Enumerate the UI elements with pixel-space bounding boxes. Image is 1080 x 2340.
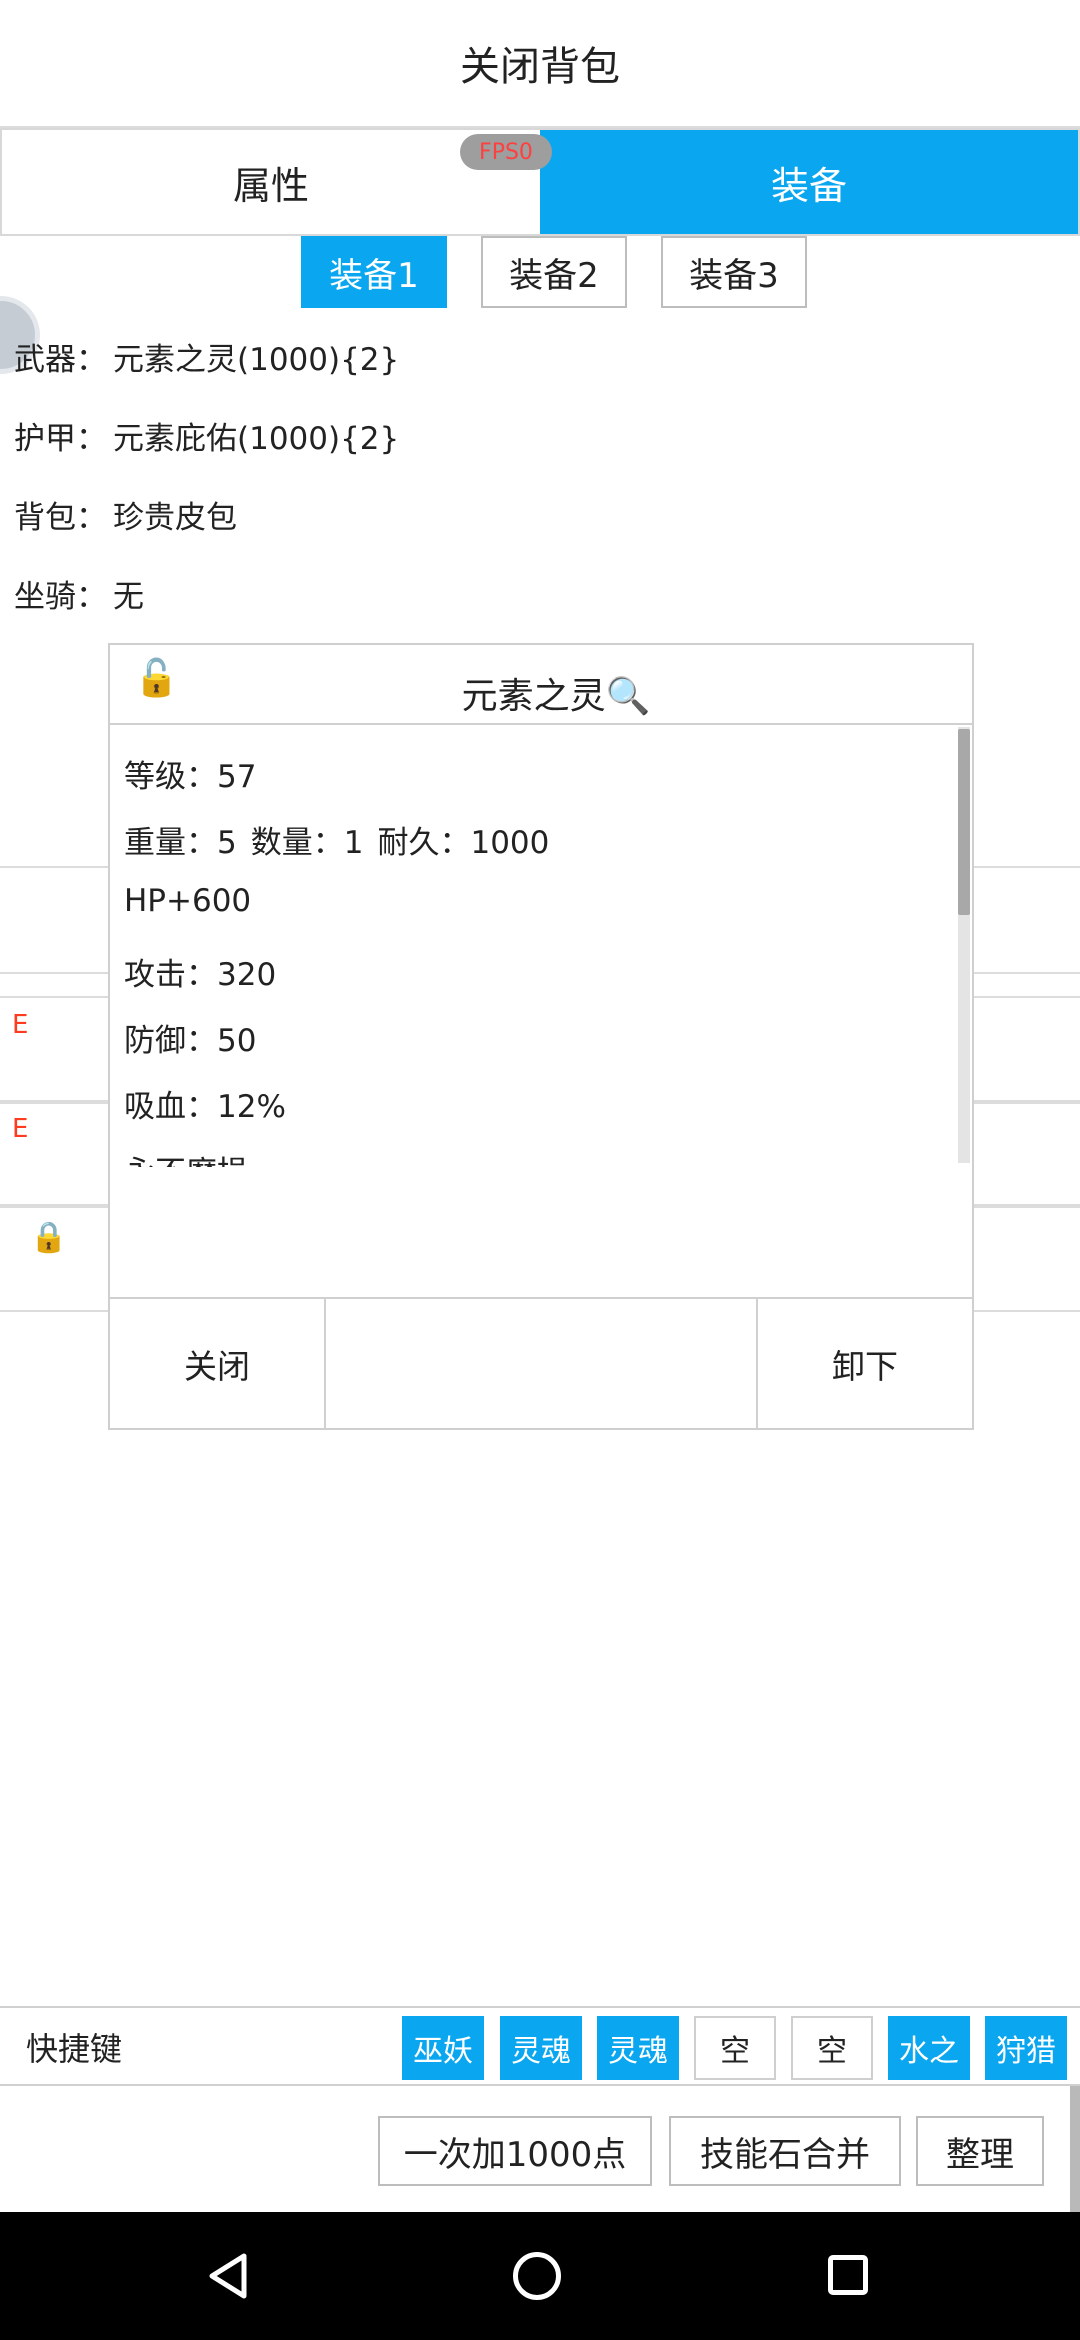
stat-attack: 攻击：320 — [124, 957, 277, 993]
tab-bar: 属性 装备 — [0, 128, 1080, 236]
equip-set-2-button[interactable]: 装备2 — [481, 236, 627, 308]
sort-button[interactable]: 整理 — [916, 2116, 1044, 2186]
stat-lifesteal: 吸血：12% — [124, 1089, 286, 1125]
mount-row[interactable]: 坐骑：无 — [14, 571, 144, 616]
weapon-label: 武器： — [14, 342, 107, 378]
mount-value: 无 — [113, 579, 144, 615]
armor-label: 护甲： — [14, 421, 107, 457]
back-icon[interactable] — [200, 2246, 260, 2306]
mount-label: 坐骑： — [14, 579, 107, 615]
popup-actions: 关闭 卸下 — [110, 1297, 972, 1429]
tab-equipment[interactable]: 装备 — [540, 130, 1078, 234]
shortcut-slot[interactable]: 水之 — [888, 2016, 970, 2080]
shortcut-slot[interactable]: 空 — [694, 2016, 776, 2080]
popup-scrollbar-thumb[interactable] — [958, 729, 970, 915]
stat-level: 等级：57 — [124, 759, 257, 795]
page-scrollbar[interactable] — [1070, 2086, 1080, 2212]
item-detail-popup: 🔓 元素之灵🔍 等级：57 重量：5 数量：1 耐久：1000 HP+600 攻击：… — [108, 643, 974, 1430]
popup-stats[interactable]: 等级：57 重量：5 数量：1 耐久：1000 HP+600 攻击：320 防御：5… — [110, 727, 972, 1167]
bag-value: 珍贵皮包 — [113, 500, 237, 536]
merge-skill-stones-button[interactable]: 技能石合并 — [669, 2116, 901, 2186]
fps-badge: FPS0 — [460, 134, 552, 170]
unequip-button[interactable]: 卸下 — [832, 1347, 898, 1386]
tab-attributes[interactable]: 属性 — [2, 130, 540, 234]
empty-action-slot — [326, 1299, 758, 1429]
popup-header: 🔓 元素之灵🔍 — [110, 645, 972, 725]
weapon-value: 元素之灵(1000){2} — [113, 342, 400, 378]
stat-unbreakable: 永不磨损 — [124, 1147, 248, 1167]
lock-icon: 🔒 — [30, 1220, 68, 1255]
armor-value: 元素庇佑(1000){2} — [113, 421, 400, 457]
equip-set-1-button[interactable]: 装备1 — [301, 236, 447, 308]
armor-row[interactable]: 护甲：元素庇佑(1000){2} — [14, 413, 399, 458]
popup-item-title[interactable]: 元素之灵🔍 — [461, 676, 651, 717]
stat-weight: 重量：5 — [124, 825, 237, 861]
home-icon[interactable] — [513, 2252, 561, 2300]
bag-row[interactable]: 背包：珍贵皮包 — [14, 492, 237, 537]
system-navigation-bar — [0, 2212, 1080, 2340]
close-button[interactable]: 关闭 — [110, 1299, 326, 1429]
stat-hp: HP+600 — [124, 883, 252, 919]
shortcut-slot[interactable]: 巫妖 — [402, 2016, 484, 2080]
shortcut-slot[interactable]: 狩猎 — [985, 2016, 1067, 2080]
stat-defense: 防御：50 — [124, 1023, 257, 1059]
shortcut-slot[interactable]: 灵魂 — [597, 2016, 679, 2080]
shortcut-slot[interactable]: 灵魂 — [500, 2016, 582, 2080]
shortcut-slot[interactable]: 空 — [791, 2016, 873, 2080]
shortcut-label: 快捷键 — [26, 2030, 123, 2068]
bag-label: 背包： — [14, 500, 107, 536]
item-e-mark: E — [12, 1010, 29, 1040]
weapon-row[interactable]: 武器：元素之灵(1000){2} — [14, 334, 399, 379]
item-e-mark: E — [12, 1114, 29, 1144]
stat-weight-row: 重量：5 数量：1 耐久：1000 — [124, 817, 549, 862]
stat-durability: 耐久：1000 — [377, 825, 550, 861]
unlock-icon[interactable]: 🔓 — [134, 658, 179, 699]
close-bag-header[interactable]: 关闭背包 — [0, 0, 1080, 128]
close-bag-title[interactable]: 关闭背包 — [460, 44, 620, 90]
add-1000-points-button[interactable]: 一次加1000点 — [378, 2116, 652, 2186]
stat-quantity: 数量：1 — [250, 825, 364, 861]
recent-apps-icon[interactable] — [828, 2255, 868, 2295]
equip-set-3-button[interactable]: 装备3 — [661, 236, 807, 308]
shortcut-bar: 快捷键 巫妖 灵魂 灵魂 空 空 水之 狩猎 — [0, 2006, 1080, 2086]
